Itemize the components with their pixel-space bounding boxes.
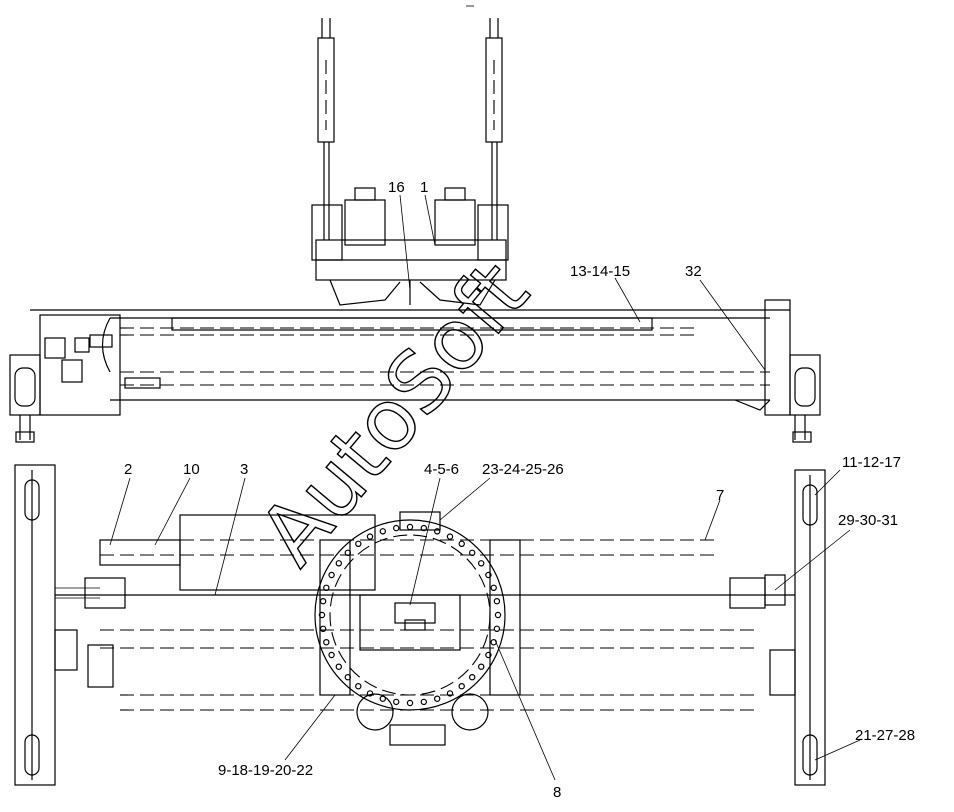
bolt-hole [355, 683, 362, 690]
leader-lines [109, 194, 861, 781]
bolt-hole [366, 690, 374, 697]
rotator-bearing [314, 511, 521, 746]
bolt-hole [393, 698, 400, 706]
bolt-hole [379, 695, 386, 702]
bolt-hole [420, 524, 427, 532]
callout-4-5-6: 4-5-6 [424, 461, 459, 478]
callout-13-14-15: 13-14-15 [570, 263, 630, 280]
callout-11-12-17: 11-12-17 [842, 454, 901, 471]
bolt-hole [393, 524, 400, 532]
bolt-hole [469, 549, 476, 557]
bolt-hole [485, 651, 492, 659]
right-end-beam [734, 299, 821, 443]
callout-23-24-25-26: 23-24-25-26 [482, 461, 564, 478]
bolt-hole [323, 584, 330, 592]
bolt-hole [355, 540, 362, 548]
left-end-beam [9, 314, 121, 443]
bolt-hole [446, 533, 454, 540]
callout-3: 3 [240, 461, 248, 478]
bolt-hole [434, 695, 441, 702]
left-cylinder [317, 18, 335, 240]
bolt-hole [493, 598, 501, 605]
bolt-hole [485, 571, 492, 579]
spreader-beam-plan [55, 514, 795, 711]
bolt-hole [494, 611, 502, 619]
bolt-hole [328, 651, 335, 659]
bolt-hole [478, 560, 485, 567]
callout-10: 10 [183, 461, 200, 478]
right-cylinder [485, 18, 503, 240]
left-end-frame [14, 464, 100, 786]
bolt-hole [446, 690, 454, 697]
watermark-text: AutoSoft [240, 243, 547, 582]
bolt-hole [469, 674, 476, 681]
callout-2: 2 [124, 461, 132, 478]
bolt-hole [366, 533, 374, 540]
rotator-head [311, 187, 509, 306]
callout-21-27-28: 21-27-28 [855, 727, 915, 744]
callout-32: 32 [685, 263, 702, 280]
bolt-hole [323, 639, 330, 646]
bolt-hole [335, 663, 342, 670]
callout-1: 1 [420, 179, 428, 196]
bolt-hole [344, 674, 351, 681]
bolt-hole [344, 549, 351, 557]
bolt-hole [478, 663, 485, 670]
bolt-holes [318, 523, 502, 707]
bolt-hole [335, 560, 342, 567]
right-end-frame [764, 469, 826, 786]
bolt-hole [420, 698, 427, 706]
side-elevation-view [9, 5, 821, 443]
bolt-hole [319, 598, 327, 605]
bolt-hole [434, 528, 441, 535]
watermark: AutoSoft [240, 243, 548, 584]
bolt-hole [458, 540, 465, 548]
callout-9-18-19-20-22: 9-18-19-20-22 [218, 762, 313, 779]
callout-16: 16 [388, 179, 405, 196]
bolt-hole [490, 584, 497, 592]
bolt-hole [379, 528, 386, 535]
bolt-hole [458, 683, 465, 690]
bolt-hole [319, 625, 327, 633]
plan-view [14, 464, 826, 786]
bolt-hole [406, 523, 414, 531]
bolt-hole [406, 699, 414, 707]
spreader-beam-side [30, 309, 790, 401]
callout-7: 7 [716, 487, 724, 504]
bolt-hole [318, 611, 326, 619]
bolt-hole [328, 571, 335, 579]
bolt-hole [493, 625, 501, 633]
callouts: 16 1 13-14-15 32 2 10 3 4-5-6 23-24-25-2… [124, 179, 915, 801]
callout-8: 8 [553, 784, 561, 801]
callout-29-30-31: 29-30-31 [838, 512, 898, 529]
